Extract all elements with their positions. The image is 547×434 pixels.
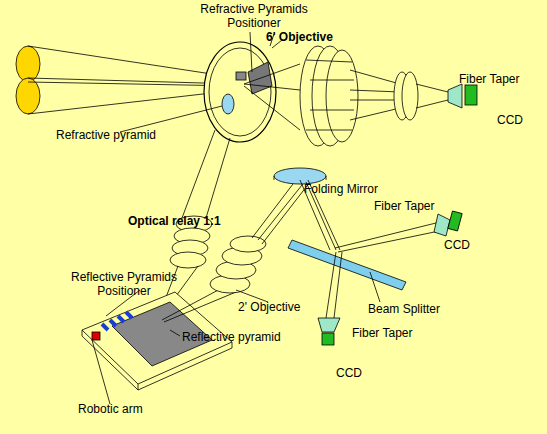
part-label: CCD — [497, 113, 523, 127]
part-label: Refractive Pyramids Positioner — [196, 2, 312, 30]
beam-splitter — [288, 240, 406, 290]
fiber-taper — [434, 214, 450, 236]
leader-line — [170, 330, 180, 336]
part-label: Beam Splitter — [368, 302, 440, 316]
part-label: Fiber Taper — [459, 72, 519, 86]
part-label: Reflective Pyramids Positioner — [66, 270, 182, 298]
part-label: Reflective pyramid — [182, 330, 281, 344]
fiber-taper — [448, 84, 462, 108]
marker — [92, 332, 100, 340]
ccd — [465, 85, 477, 105]
beam — [252, 180, 310, 244]
leader-line — [370, 272, 380, 302]
part-label: Folding Mirror — [304, 182, 378, 196]
ccd — [448, 211, 462, 231]
leader-line — [250, 32, 252, 72]
pupil — [16, 46, 40, 82]
part-label: Robotic arm — [78, 402, 143, 416]
beam — [335, 222, 444, 252]
part-label: Fiber Taper — [352, 326, 412, 340]
part-label: Optical relay 1:1 — [128, 214, 221, 228]
part-label: CCD — [444, 238, 470, 252]
beam — [326, 252, 342, 318]
part-label: 2' Objective — [238, 300, 300, 314]
part-label: Refractive pyramid — [56, 128, 156, 142]
beam — [244, 64, 300, 130]
refractive-pyramid — [222, 94, 234, 114]
pyramid — [236, 72, 246, 80]
marker — [102, 312, 132, 330]
fiber-taper — [318, 318, 340, 332]
part-label: 6' Objective — [266, 30, 333, 44]
lens-detail — [306, 60, 354, 130]
beam — [350, 70, 400, 120]
ccd — [322, 333, 334, 345]
rotator-ring — [209, 48, 271, 136]
part-label: Fiber Taper — [374, 199, 434, 213]
beam — [416, 84, 448, 108]
rotator-ring — [204, 42, 276, 142]
beam — [182, 130, 230, 218]
leader-line — [92, 340, 110, 404]
part-label: CCD — [336, 366, 362, 380]
pupil — [16, 78, 40, 114]
mirror-edge — [274, 176, 326, 180]
folding-mirror — [274, 168, 326, 184]
